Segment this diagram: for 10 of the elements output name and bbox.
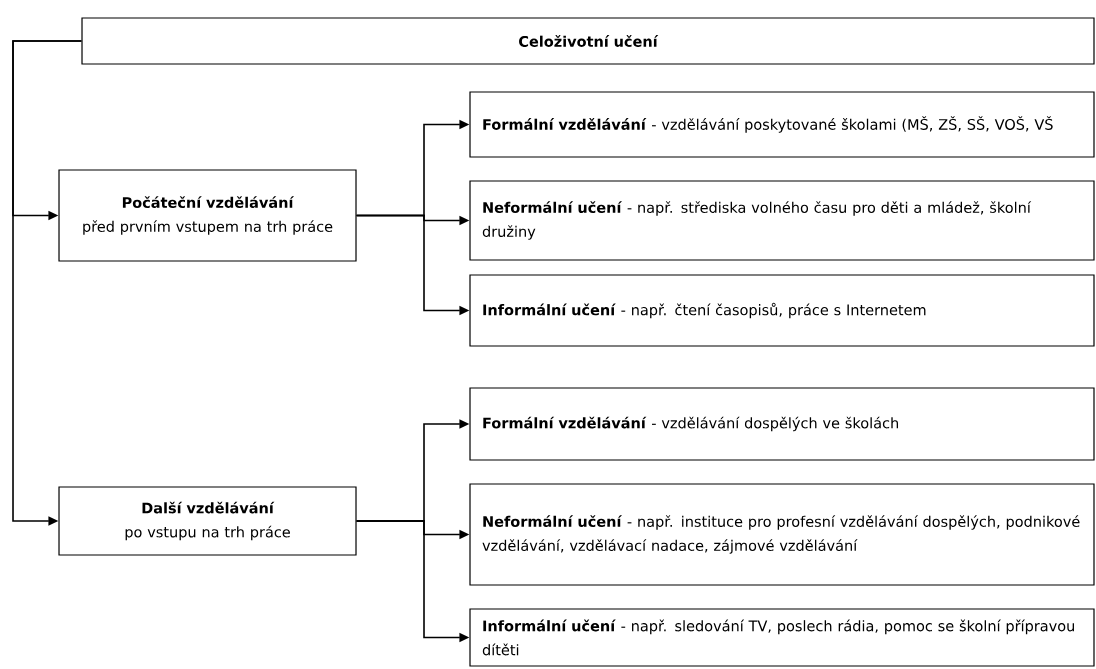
description-box: Neformální učení - např. střediska volného času pro děti a mládež, školní družiny: [469, 180, 1095, 261]
description-box: Neformální učení - např. instituce pro profesní vzdělávání dospělých, podnikové vzdělávání, vzdělávací nadace, zájmové vzdělávání: [469, 483, 1095, 586]
category-box: Další vzdělávání po vstupu na trh práce: [58, 486, 357, 556]
category-box: Počáteční vzdělávání před prvním vstupem na trh práce: [58, 169, 357, 262]
description-box: Formální vzdělávání - vzdělávání poskytované školami (MŠ, ZŠ, SŠ, VOŠ, VŠ: [469, 91, 1095, 158]
arrow: [12, 40, 83, 526]
category-box: Celoživotní učení: [81, 17, 1095, 65]
description-box: Informální učení - např. čtení časopisů, práce s Internetem: [469, 274, 1095, 347]
description-box: Formální vzdělávání - vzdělávání dospělých ve školách: [469, 387, 1095, 461]
description-box: Informální učení - např. sledování TV, poslech rádia, pomoc se školní přípravou dítěti: [469, 608, 1095, 667]
